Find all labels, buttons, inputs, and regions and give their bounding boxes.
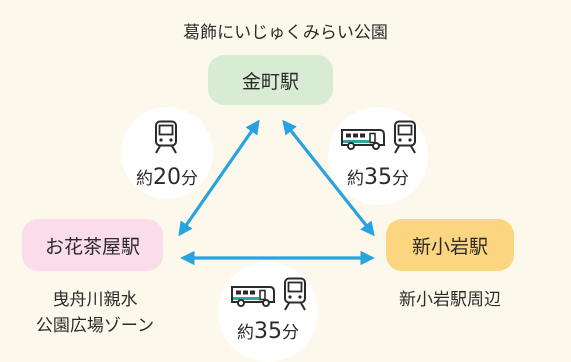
route-left-number: 20	[153, 165, 181, 190]
route-bottom-number: 35	[254, 319, 282, 344]
route-right-prefix: 約	[347, 169, 364, 189]
train-icon	[155, 120, 177, 154]
area-ohanajaya-line2: 公園広場ゾーン	[35, 316, 155, 336]
route-left-duration: 約20分	[121, 164, 213, 190]
route-bottom-duration: 約35分	[218, 318, 318, 344]
station-ohanajaya-label: お花茶屋駅	[44, 235, 140, 258]
arrow-kanamachi-ohanajaya	[178, 119, 260, 237]
route-right-badge	[328, 107, 428, 205]
bus-icon	[341, 129, 385, 150]
route-bottom-prefix: 約	[237, 323, 254, 343]
train-icon	[394, 120, 416, 154]
route-right-unit: 分	[392, 169, 409, 189]
route-right-duration: 約35分	[328, 164, 428, 190]
park-name: 葛飾にいじゅくみらい公園	[183, 23, 388, 43]
route-right-number: 35	[364, 165, 392, 190]
area-ohanajaya: 曳舟川親水 公園広場ゾーン	[10, 287, 180, 339]
station-shinkoiwa-label: 新小岩駅	[411, 235, 488, 258]
route-left-unit: 分	[181, 169, 198, 189]
station-kanamachi: 金町駅	[208, 55, 333, 105]
bus-icon	[231, 286, 275, 307]
route-left-prefix: 約	[136, 169, 153, 189]
station-shinkoiwa: 新小岩駅	[386, 219, 514, 271]
route-bottom-unit: 分	[282, 323, 299, 343]
station-kanamachi-label: 金町駅	[241, 70, 299, 93]
area-ohanajaya-line1: 曳舟川親水	[52, 290, 138, 310]
arrow-kanamachi-shinkoiwa	[282, 119, 375, 237]
station-ohanajaya: お花茶屋駅	[22, 219, 163, 271]
area-shinkoiwa: 新小岩駅周辺	[399, 290, 501, 310]
train-icon	[284, 277, 306, 311]
